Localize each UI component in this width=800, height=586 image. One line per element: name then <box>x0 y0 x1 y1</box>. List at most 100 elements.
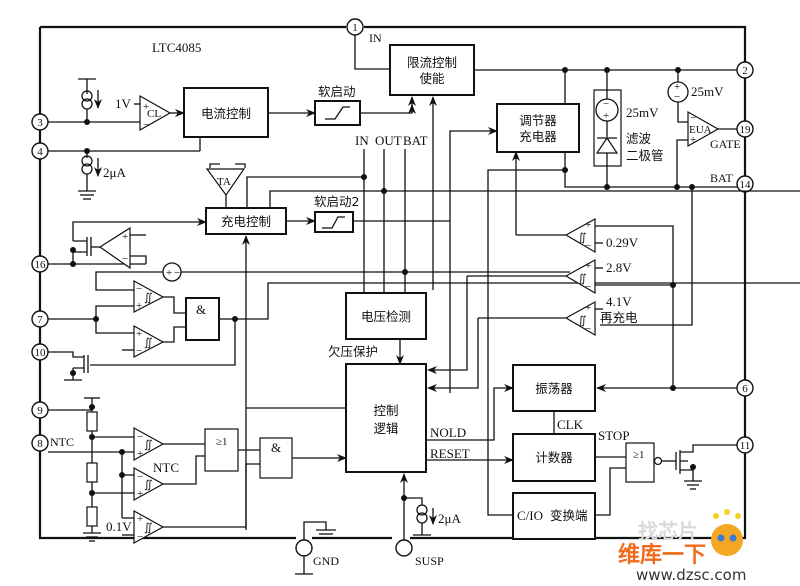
pin-4[interactable]: 4 <box>31 142 49 160</box>
stop-label: STOP <box>598 428 630 443</box>
svg-text:9: 9 <box>37 405 43 417</box>
svg-text:2: 2 <box>742 65 748 77</box>
ref-01v-label: 0.1V <box>106 519 132 534</box>
comparator-upper-7: − + ∬ <box>133 279 165 313</box>
pin-10[interactable]: 10 <box>31 343 49 361</box>
svg-text:∬: ∬ <box>578 273 587 285</box>
filter-diode-label-2: 二极管 <box>626 148 664 163</box>
chip-outline <box>38 25 747 540</box>
svg-text:www.dzsc.com: www.dzsc.com <box>636 566 746 584</box>
pin-11[interactable]: 11 <box>736 436 754 454</box>
svg-text:+: + <box>585 260 591 272</box>
threshold-029v-label: 0.29V <box>606 235 639 250</box>
svg-text:−: − <box>136 345 142 357</box>
svg-text:8: 8 <box>37 438 43 450</box>
svg-text:7: 7 <box>37 314 43 326</box>
svg-text:∬: ∬ <box>144 479 153 491</box>
current-control-block <box>183 87 269 138</box>
pin-16[interactable]: 16 <box>31 255 49 273</box>
svg-text:−: − <box>585 323 591 335</box>
svg-text:∬: ∬ <box>578 232 587 244</box>
svg-text:19: 19 <box>740 124 752 136</box>
current-source-2ua <box>78 151 102 200</box>
mascot-icon <box>711 524 743 556</box>
svg-text:+: + <box>585 302 591 314</box>
filter-diode-label-1: 滤波 <box>626 131 652 146</box>
eua-amplifier <box>687 110 720 148</box>
nor-gate-label: ≥1 <box>633 449 645 461</box>
svg-text:−: − <box>137 531 143 543</box>
and-gate-7-label: & <box>196 302 206 317</box>
nold-label: NOLD <box>430 425 466 440</box>
oscillator-block <box>512 364 596 412</box>
soft-start2-block <box>314 211 354 233</box>
pin-label-bat: BAT <box>710 171 733 185</box>
cio-converter-label: 变换端 <box>550 508 588 523</box>
svg-text:+: + <box>136 328 142 340</box>
svg-text:+: + <box>143 101 149 113</box>
ramp2-icon <box>322 216 345 229</box>
current-2ua-label-b: 2μA <box>438 511 461 526</box>
cl-comparator: + − CL <box>139 94 172 132</box>
pin-19[interactable]: 19 <box>736 120 754 138</box>
svg-text:+: + <box>137 513 143 525</box>
svg-text:−: − <box>603 98 609 110</box>
svg-text:14: 14 <box>740 179 752 191</box>
inverter-bubble <box>653 456 663 466</box>
svg-text:找芯片: 找芯片 <box>638 519 698 543</box>
svg-text:EUA: EUA <box>689 124 712 136</box>
or-gate-ntc <box>204 428 239 472</box>
pin-8[interactable]: 8 <box>31 434 49 452</box>
threshold-41v-label: 4.1V <box>606 294 632 309</box>
comparator-lower-7: + − ∬ <box>133 324 165 358</box>
comparator-01v: + − ∬ <box>133 509 165 545</box>
current-2ua-label-a: 2μA <box>103 165 126 180</box>
pin-susp[interactable] <box>395 539 413 557</box>
pin-1[interactable]: 1 <box>346 18 364 36</box>
svg-text:∬: ∬ <box>144 337 153 349</box>
svg-text:−: − <box>137 431 143 443</box>
reset-label: RESET <box>430 446 470 461</box>
svg-text:+: + <box>166 267 172 279</box>
pin-2[interactable]: 2 <box>736 61 754 79</box>
pin-7[interactable]: 7 <box>31 310 49 328</box>
threshold-28v-label: 2.8V <box>606 260 632 275</box>
pin-3[interactable]: 3 <box>31 113 49 131</box>
pin-label-gnd: GND <box>313 554 339 568</box>
pin-label-in: IN <box>369 31 382 45</box>
pin-9[interactable]: 9 <box>31 401 49 419</box>
svg-text:−: − <box>143 119 149 131</box>
filter-25mv-label: 25mV <box>626 105 659 120</box>
svg-text:+: + <box>136 300 142 312</box>
svg-text:−: − <box>137 471 143 483</box>
current-control-label: 电流控制 <box>201 106 251 121</box>
bus-bat-label: BAT <box>403 133 428 148</box>
comparator-ntc-2: − + ∬ <box>133 466 165 502</box>
pin-gnd[interactable] <box>295 539 313 557</box>
pin-6[interactable]: 6 <box>736 379 754 397</box>
soft-start-block <box>314 100 361 126</box>
pin-14[interactable]: 14 <box>736 175 754 193</box>
mosfet-pin11 <box>675 444 737 490</box>
svg-text:3: 3 <box>37 117 43 129</box>
svg-text:+: + <box>603 110 609 122</box>
voltage-detect-label: 电压检测 <box>361 309 411 324</box>
mosfet-pin16 <box>73 237 100 256</box>
opamp-pin16: + − <box>98 226 131 270</box>
svg-text:−: − <box>136 283 142 295</box>
cio-label: C/IO <box>517 508 543 523</box>
comparator-41v: + − ∬ <box>564 300 596 337</box>
and-gate-7 <box>185 297 220 341</box>
svg-text:16: 16 <box>35 259 47 271</box>
comparator-ntc-1: − + ∬ <box>133 426 165 462</box>
control-logic-block <box>345 363 427 473</box>
comparator-029v: + − ∬ <box>564 217 596 254</box>
ramp-icon <box>325 106 350 120</box>
svg-text:+: + <box>690 134 696 146</box>
svg-text:−: − <box>122 253 128 265</box>
svg-text:11: 11 <box>740 440 751 452</box>
pin-label-gate: GATE <box>710 137 741 151</box>
regulator-charger-block <box>496 103 580 153</box>
chip-name: LTC4085 <box>152 40 201 55</box>
svg-text:∬: ∬ <box>144 522 153 534</box>
